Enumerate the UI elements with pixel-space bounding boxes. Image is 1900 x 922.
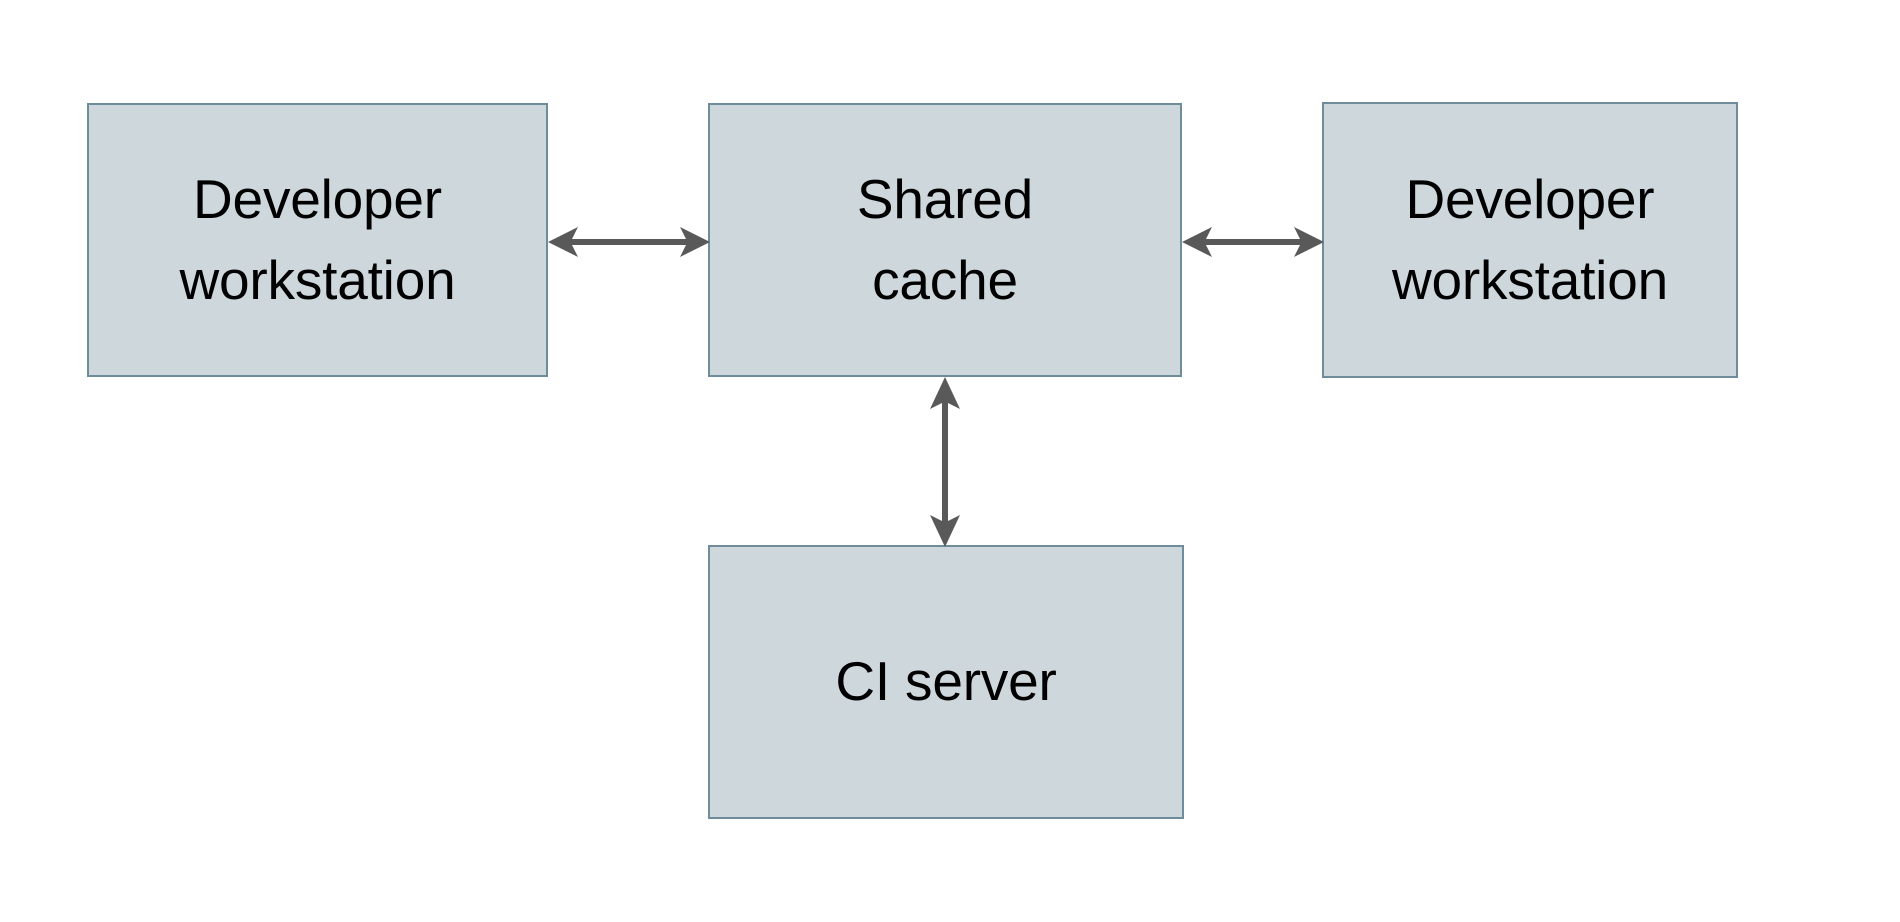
double-arrow-horizontal-icon bbox=[1182, 227, 1324, 257]
node-label: Developer workstation bbox=[1392, 167, 1668, 311]
double-arrow-vertical-icon bbox=[930, 377, 960, 547]
edge-devworkstation-left-to-shared-cache bbox=[548, 206, 710, 278]
node-ci-server[interactable]: CI server bbox=[708, 545, 1184, 819]
node-developer-workstation-right[interactable]: Developer workstation bbox=[1322, 102, 1738, 378]
edge-shared-cache-to-devworkstation-right bbox=[1182, 206, 1324, 278]
node-developer-workstation-left[interactable]: Developer workstation bbox=[87, 103, 548, 377]
node-label: Shared cache bbox=[856, 167, 1034, 311]
double-arrow-horizontal-icon bbox=[548, 227, 710, 257]
node-shared-cache[interactable]: Shared cache bbox=[708, 103, 1182, 377]
edge-shared-cache-to-ci-server bbox=[909, 377, 981, 547]
node-label: CI server bbox=[835, 650, 1057, 713]
node-label: Developer workstation bbox=[179, 167, 456, 311]
